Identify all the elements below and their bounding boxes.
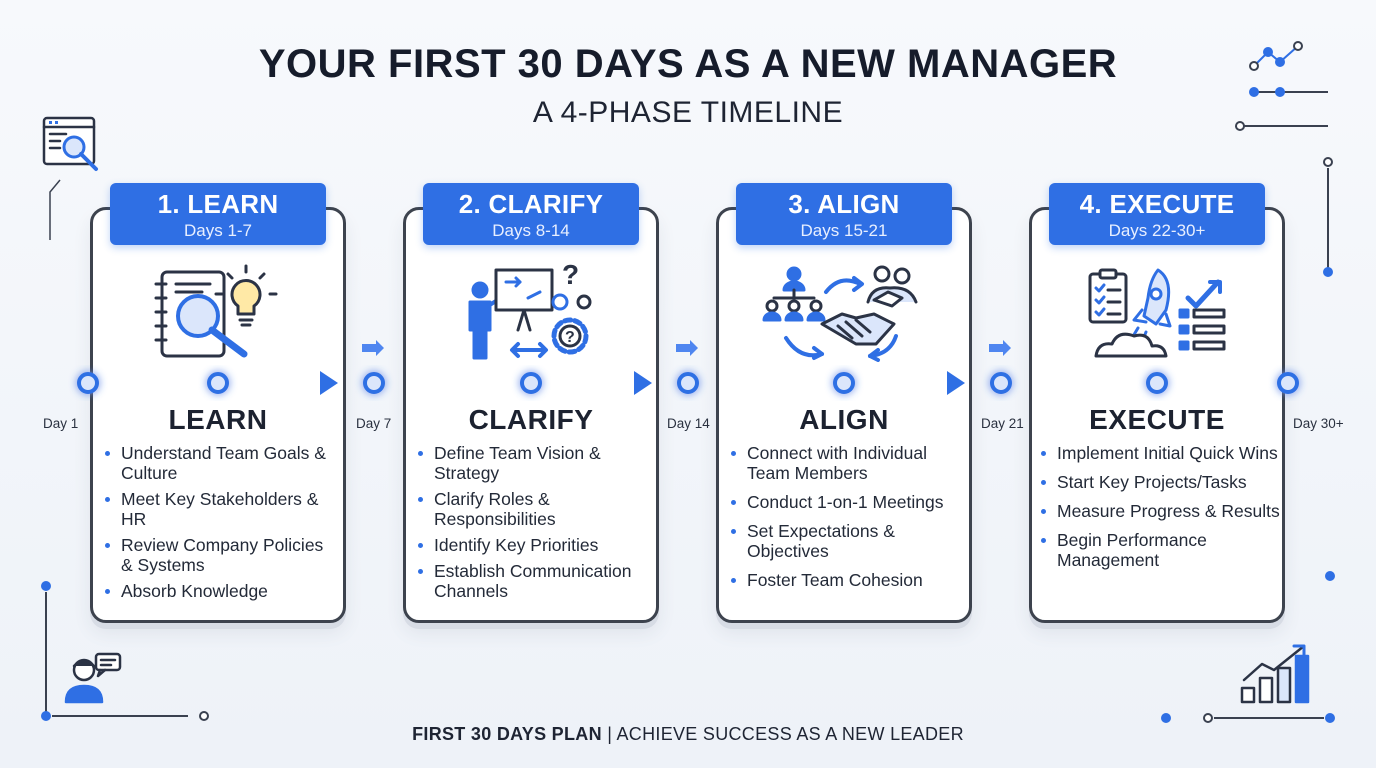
phase-heading-align: ALIGN: [799, 404, 889, 435]
page-subtitle: A 4-PHASE TIMELINE: [532, 96, 844, 129]
day-marker-label: Day 30+: [1293, 416, 1344, 431]
direction-chevron-icon: [362, 340, 384, 356]
bar-chart-growth-icon: [1240, 644, 1310, 704]
browser-search-icon: [42, 116, 98, 171]
person-chat-icon: [64, 652, 122, 704]
phase-bullet-list-align: Connect with Individual Team Members Con…: [731, 443, 963, 596]
footer: FIRST 30 DAYS PLAN | ACHIEVE SUCCESS AS …: [0, 724, 1376, 745]
phase-badge-days: Days 15-21: [800, 221, 888, 240]
list-item: Clarify Roles & Responsibilities: [418, 489, 650, 529]
list-item: Foster Team Cohesion: [731, 570, 963, 590]
footer-text: ACHIEVE SUCCESS AS A NEW LEADER: [616, 724, 964, 744]
circuit-line-decoration: [1161, 571, 1335, 723]
list-item: Meet Key Stakeholders & HR: [105, 489, 337, 529]
page-title: YOUR FIRST 30 DAYS AS A NEW MANAGER: [258, 42, 1118, 86]
presenter-whiteboard-gears-icon: ? ?: [468, 262, 592, 360]
day-marker-label: Day 1: [43, 416, 79, 431]
phase-badge-days: Days 8-14: [492, 221, 570, 240]
phase-badge-title: 4. EXECUTE: [1079, 189, 1235, 219]
phase-badge-learn: 1. LEARN Days 1-7: [110, 183, 326, 245]
direction-chevron-icon: [676, 340, 698, 356]
phase-badge-title: 2. CLARIFY: [458, 189, 604, 219]
list-item: Establish Communication Channels: [418, 561, 650, 601]
list-item: Identify Key Priorities: [418, 535, 650, 555]
list-item: Begin Performance Management: [1041, 530, 1281, 570]
phase-heading-clarify: CLARIFY: [468, 404, 594, 435]
list-item: Absorb Knowledge: [105, 581, 337, 601]
phase-badge-title: 1. LEARN: [157, 189, 279, 219]
list-item: Set Expectations & Objectives: [731, 521, 963, 561]
list-item: Start Key Projects/Tasks: [1041, 472, 1281, 492]
timeline-node: [990, 372, 1012, 394]
phase-bullet-list-clarify: Define Team Vision & Strategy Clarify Ro…: [418, 443, 650, 607]
phase-card-align: [716, 207, 972, 623]
phase-card-execute: [1029, 207, 1285, 623]
list-item: Conduct 1-on-1 Meetings: [731, 492, 963, 512]
phase-heading-execute: EXECUTE: [1089, 404, 1225, 435]
direction-chevron-icon: [989, 340, 1011, 356]
footer-bold-text: FIRST 30 DAYS PLAN: [412, 724, 602, 744]
phase-badge-execute: 4. EXECUTE Days 22-30+: [1049, 183, 1265, 245]
circuit-line-decoration: [1235, 121, 1333, 277]
list-item: Review Company Policies & Systems: [105, 535, 337, 575]
timeline-node: [363, 372, 385, 394]
day-marker-label: Day 7: [356, 416, 392, 431]
decorative-line: [49, 179, 61, 240]
list-item: Connect with Individual Team Members: [731, 443, 963, 483]
list-item: Understand Team Goals & Culture: [105, 443, 337, 483]
phase-badge-days: Days 1-7: [183, 221, 253, 240]
phase-badge-days: Days 22-30+: [1108, 221, 1206, 240]
rocket-checklist-icon: [1088, 268, 1226, 358]
phase-heading-learn: LEARN: [168, 404, 268, 435]
list-item: Define Team Vision & Strategy: [418, 443, 650, 483]
notebook-magnifier-lightbulb-icon: [154, 264, 278, 358]
phase-bullet-list-learn: Understand Team Goals & Culture Meet Key…: [105, 443, 337, 607]
circuit-line-decoration: [41, 581, 209, 721]
footer-separator: |: [601, 724, 617, 744]
timeline-node: [677, 372, 699, 394]
day-marker-label: Day 21: [981, 416, 1024, 431]
phase-bullet-list-execute: Implement Initial Quick Wins Start Key P…: [1041, 443, 1281, 576]
phase-badge-title: 3. ALIGN: [788, 189, 900, 219]
list-item: Measure Progress & Results: [1041, 501, 1281, 521]
day-marker-label: Day 14: [667, 416, 710, 431]
team-handshake-icon: [762, 265, 918, 362]
svg-text:?: ?: [562, 262, 579, 290]
svg-text:?: ?: [565, 329, 575, 346]
phase-badge-align: 3. ALIGN Days 15-21: [736, 183, 952, 245]
list-item: Implement Initial Quick Wins: [1041, 443, 1281, 463]
phase-badge-clarify: 2. CLARIFY Days 8-14: [423, 183, 639, 245]
